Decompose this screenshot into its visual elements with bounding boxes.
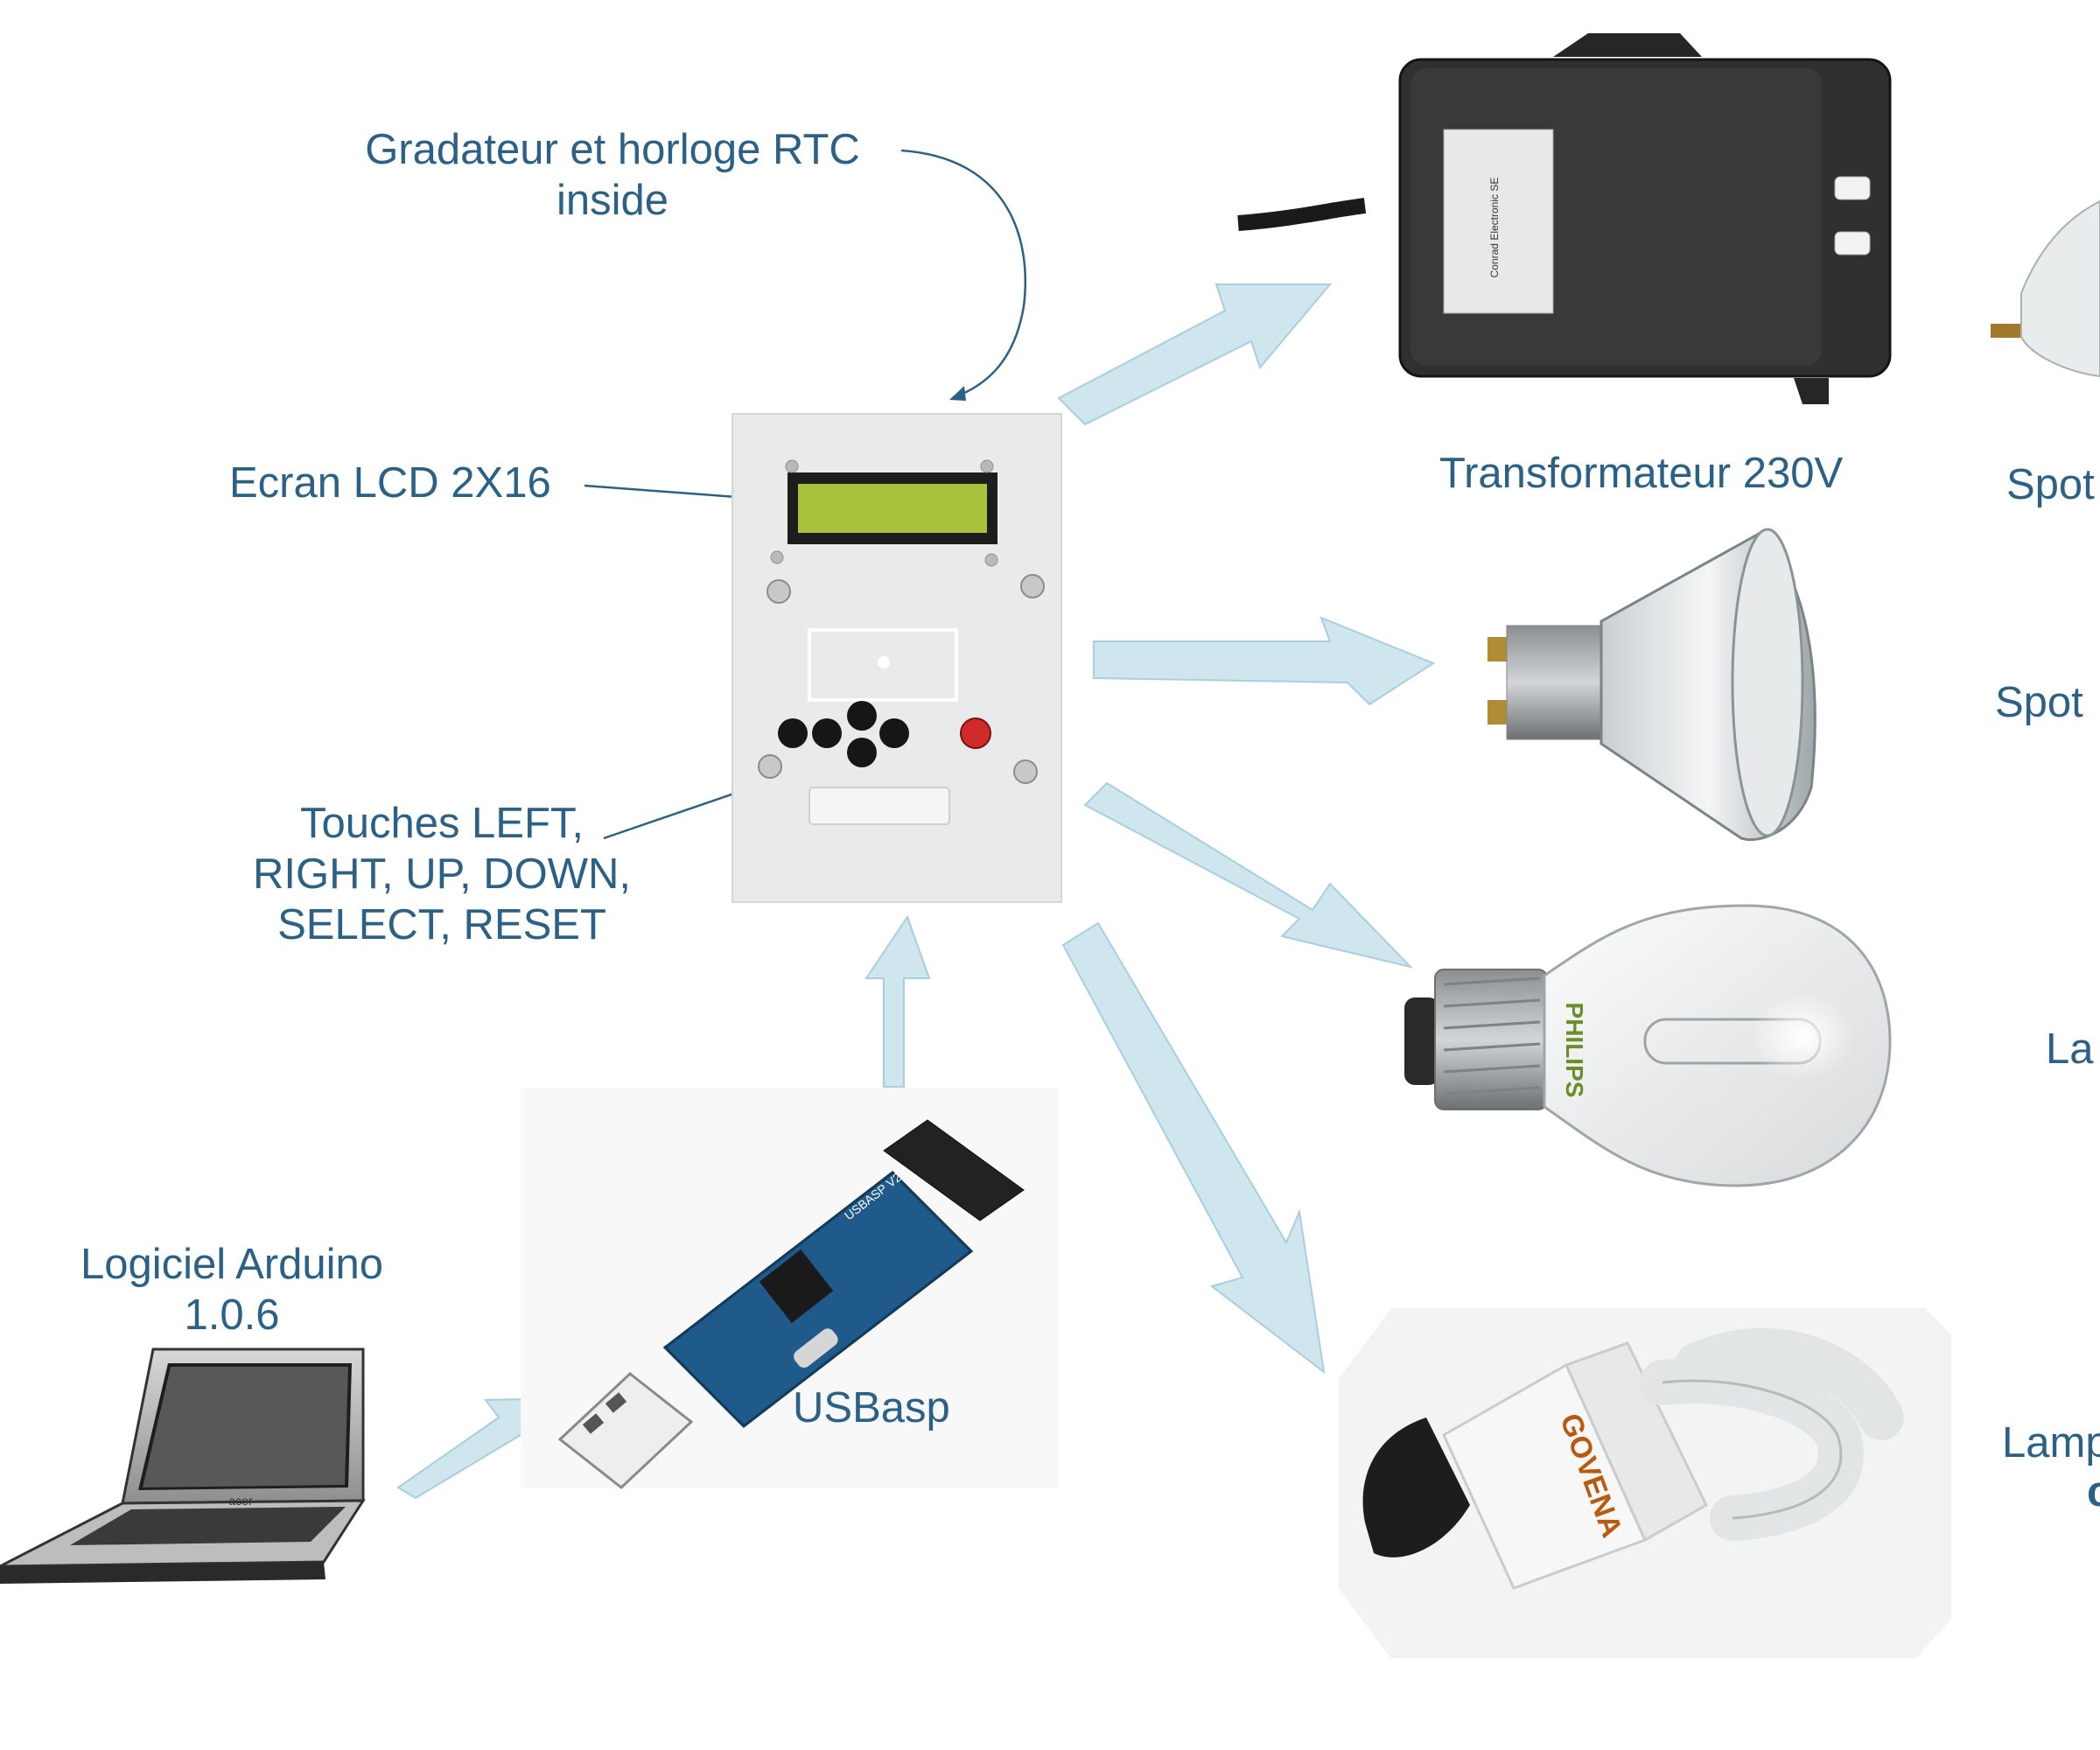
cfl-lamp-image: GOVENA [1339, 1308, 1951, 1658]
label-spot-right-1: Spot [2006, 461, 2095, 508]
arrow-to-transformer [1057, 284, 1333, 426]
laptop-brand-text: acer [228, 1494, 253, 1508]
label-gradateur-line1: Gradateur et horloge RTC [365, 126, 860, 173]
label-touches-line1: Touches LEFT, [299, 800, 584, 847]
label-lamp-right-4b: c [2087, 1468, 2100, 1516]
screw-icon [758, 754, 782, 779]
callout-gradateur [900, 149, 1027, 400]
arrow-to-cfl [1061, 921, 1326, 1375]
label-spot-right-2: Spot [1995, 679, 2083, 726]
label-gradateur-line2: inside [556, 177, 669, 224]
spot-gu10-image [1488, 528, 1816, 842]
screw-icon [1013, 760, 1038, 784]
laptop-icon: acer [0, 1348, 366, 1584]
arrow-usbasp-to-controller [864, 914, 931, 1088]
label-lamp-right-3: La [2046, 1026, 2094, 1073]
bulb-e27-image: PHILIPS [1404, 904, 1892, 1187]
button-right [879, 718, 909, 748]
label-logiciel-line1: Logiciel Arduino [80, 1241, 383, 1288]
label-ecran: Ecran LCD 2X16 [229, 459, 551, 507]
arrow-to-bulb [1083, 781, 1414, 969]
screw-icon [766, 579, 791, 604]
label-touches-line2: RIGHT, UP, DOWN, [253, 850, 631, 898]
label-transformateur: Transformateur 230V [1439, 450, 1844, 497]
controller-panel [732, 413, 1062, 903]
screw-icon [1020, 574, 1045, 598]
usbasp-image: USBASP V2.0 [521, 1088, 1059, 1489]
label-touches-line3: SELECT, RESET [277, 901, 606, 948]
philips-brand-text: PHILIPS [1561, 1003, 1588, 1098]
button-reset [960, 718, 991, 749]
label-logiciel: Logiciel Arduino 1.0.6 [66, 1239, 398, 1340]
label-gradateur: Gradateur et horloge RTC inside [359, 124, 866, 226]
transformer-sticker-text: Conrad Electronic SE [1488, 178, 1501, 278]
label-lamp-right-4: Lamp [2002, 1419, 2100, 1466]
button-up [812, 718, 842, 748]
button-left [778, 718, 808, 748]
label-logiciel-line2: 1.0.6 [184, 1292, 280, 1339]
label-usbasp: USBasp [793, 1384, 950, 1432]
transformer-image: Conrad Electronic SE [1237, 33, 1892, 404]
callout-gradateur-arrowhead [949, 386, 966, 401]
label-touches: Touches LEFT, RIGHT, UP, DOWN, SELECT, R… [236, 798, 648, 950]
button-select [847, 701, 877, 731]
arrow-to-spot [1093, 616, 1436, 706]
button-down [847, 738, 877, 767]
spot-partial-image [1991, 200, 2100, 378]
